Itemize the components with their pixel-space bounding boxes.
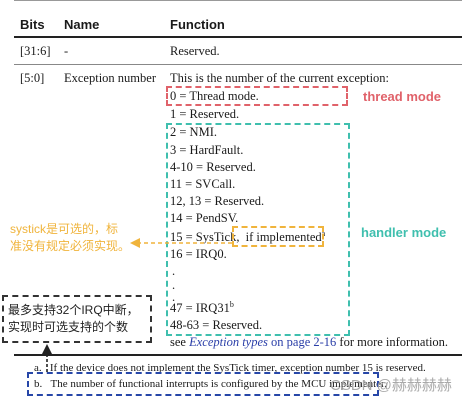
irq-note-line1: 最多支持32个IRQ中断， xyxy=(8,303,139,317)
fn-ellipsis-1: . xyxy=(172,264,176,278)
row2-name: Exception number xyxy=(64,71,156,85)
row1-name: - xyxy=(64,44,69,58)
systick-note-line2: 准没有规定必须实现。 xyxy=(10,239,131,253)
fn-intro: This is the number of the current except… xyxy=(170,71,390,85)
row2-bits: [5:0] xyxy=(20,71,45,85)
row1-bits: [31:6] xyxy=(20,44,51,58)
footnote-b-text: The number of functional interrupts is c… xyxy=(50,378,387,390)
fn-irq31-label: 47 = IRQ31 xyxy=(170,301,230,316)
exception-types-link[interactable]: Exception types xyxy=(189,335,268,349)
fn-reserved-1: 1 = Reserved. xyxy=(170,107,240,121)
irq-note: 最多支持32个IRQ中断， 实现时可选支持的个数 xyxy=(8,302,139,336)
footnote-b-box xyxy=(27,372,379,396)
systick-optional-box xyxy=(232,226,324,247)
fn-thread-mode: 0 = Thread mode. xyxy=(170,89,259,103)
fn-see: see xyxy=(170,335,186,349)
handler-mode-label: handler mode xyxy=(361,225,447,240)
header-rule xyxy=(14,36,462,38)
header-function: Function xyxy=(170,17,225,32)
fn-nmi: 2 = NMI. xyxy=(170,125,217,139)
footnote-b-marker: b. xyxy=(34,378,43,390)
systick-note-line1: systick是可选的，标 xyxy=(10,222,119,236)
footnote-a-text: If the device does not implement the Sys… xyxy=(49,362,426,374)
header-bits: Bits xyxy=(20,17,45,32)
fn-pendsv: 14 = PendSV. xyxy=(170,211,239,225)
thread-mode-box xyxy=(166,86,348,106)
fn-ellipsis-3: . xyxy=(172,290,176,304)
footnote-a: a. If the device does not implement the … xyxy=(34,362,426,374)
thread-mode-label: thread mode xyxy=(363,89,442,104)
handler-mode-box xyxy=(166,123,350,336)
irq-note-line2: 实现时可选支持的个数 xyxy=(8,320,129,334)
footnote-ref-b: b xyxy=(229,300,234,309)
row1-function: Reserved. xyxy=(170,44,220,58)
page-ref-link[interactable]: on page 2-16 xyxy=(271,335,337,349)
footnote-b: b. The number of functional interrupts i… xyxy=(34,378,387,390)
fn-systick-condition: if implemented xyxy=(245,230,322,245)
fn-reserved-4-10: 4-10 = Reserved. xyxy=(170,160,256,174)
irq-arrow xyxy=(42,344,52,372)
systick-arrow xyxy=(130,238,232,248)
fn-for-more-info: for more information. xyxy=(339,335,449,349)
systick-note: systick是可选的，标 准没有规定必须实现。 xyxy=(10,221,130,255)
fn-systick: 15 = SysTick, if implementeda xyxy=(170,229,325,245)
fn-irq31: 47 = IRQ31b xyxy=(170,300,234,316)
fn-reserved-12-13: 12, 13 = Reserved. xyxy=(170,194,265,208)
fn-ellipsis-2: . xyxy=(172,278,176,292)
header-name: Name xyxy=(64,17,100,32)
watermark: CSDN @赫赫赫赫 xyxy=(330,377,452,394)
fn-see-more: see Exception types on page 2-16 for mor… xyxy=(170,335,448,350)
fn-systick-label: 15 = SysTick, xyxy=(170,230,240,245)
top-rule xyxy=(14,0,462,3)
table-bottom-rule xyxy=(14,354,462,356)
fn-reserved-48-63: 48-63 = Reserved. xyxy=(170,318,263,332)
fn-svcall: 11 = SVCall. xyxy=(170,177,236,191)
irq-note-box xyxy=(2,295,152,343)
footnote-a-marker: a. xyxy=(34,362,42,374)
fn-irq0: 16 = IRQ0. xyxy=(170,247,227,261)
fn-hardfault: 3 = HardFault. xyxy=(170,143,244,157)
row-rule xyxy=(14,64,462,65)
